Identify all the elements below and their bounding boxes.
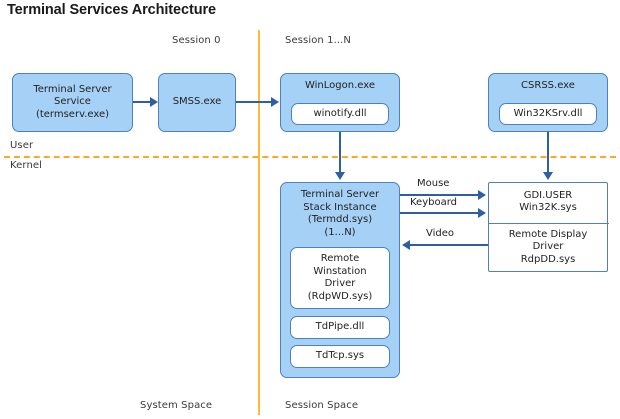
edge-label-mouse: Mouse [415, 178, 452, 189]
node-remote-display-driver[interactable]: Remote Display Driver RdpDD.sys [508, 228, 588, 265]
page-title: Terminal Services Architecture [7, 2, 216, 18]
node-csrss-label: CSRSS.exe [521, 80, 575, 91]
node-win32ksrv[interactable]: Win32KSrv.dll [499, 103, 597, 125]
space-label-session: Session Space [285, 400, 359, 411]
node-winlogon-label: WinLogon.exe [304, 80, 376, 91]
node-tdtcp[interactable]: TdTcp.sys [290, 345, 390, 368]
mode-label-user: User [10, 140, 34, 151]
node-rdpwd[interactable]: Remote Winstation Driver (RdpWD.sys) [290, 247, 390, 309]
node-tdpipe[interactable]: TdPipe.dll [290, 316, 390, 339]
node-ts-stack-instance-label: Terminal Server Stack Instance (Termdd.s… [300, 189, 380, 238]
node-terminal-server-service[interactable]: Terminal Server Service (termserv.exe) [12, 73, 133, 132]
edge-csrss-to-gdiuser-line [547, 132, 549, 174]
edge-video-arrowhead [402, 240, 410, 250]
session-divider-line [258, 30, 260, 415]
edge-csrss-to-gdiuser-arrowhead [543, 172, 553, 180]
edge-keyboard-line [400, 212, 480, 214]
edge-label-video: Video [424, 228, 457, 239]
edge-mouse-line [400, 194, 480, 196]
edge-smss-to-winlogon-arrowhead [271, 97, 279, 107]
edge-mouse-arrowhead [478, 190, 486, 200]
node-smss[interactable]: SMSS.exe [158, 73, 236, 132]
node-gdi-user[interactable]: GDI.USER Win32K.sys [519, 189, 577, 214]
user-kernel-divider-line [4, 156, 616, 158]
edge-tss-to-smss-line [133, 101, 153, 103]
panel-split-line [489, 223, 609, 225]
edge-label-keyboard: Keyboard [408, 197, 460, 208]
column-label-session1n: Session 1...N [285, 35, 352, 46]
column-label-session0: Session 0 [172, 35, 221, 46]
space-label-system: System Space [140, 400, 213, 411]
edge-video-line [410, 244, 488, 246]
node-win32k-panel[interactable] [488, 182, 609, 272]
edge-smss-to-winlogon-line [236, 101, 274, 103]
edge-keyboard-arrowhead [478, 208, 486, 218]
edge-winlogon-to-stack-arrowhead [335, 172, 345, 180]
edge-winlogon-to-stack-line [339, 132, 341, 174]
edge-tss-to-smss-arrowhead [150, 97, 158, 107]
mode-label-kernel: Kernel [10, 160, 43, 171]
node-winotify[interactable]: winotify.dll [291, 103, 389, 125]
